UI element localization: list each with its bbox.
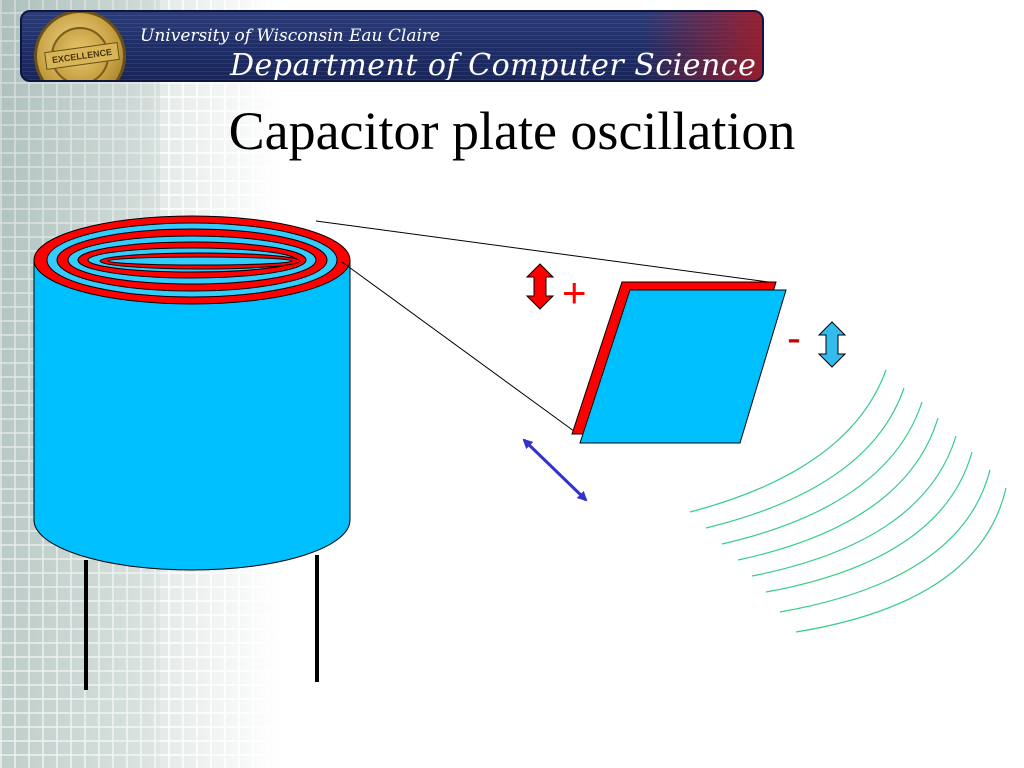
wave-5 xyxy=(751,435,957,577)
university-name: University of Wisconsin Eau Claire xyxy=(140,26,441,46)
university-seal-logo: EXCELLENCE xyxy=(34,12,126,80)
capacitor-plate-front xyxy=(579,289,787,444)
wave-4 xyxy=(737,417,939,561)
slide-title-container: Capacitor plate oscillation xyxy=(0,100,1024,162)
zoom-line-bottom xyxy=(341,261,579,435)
zoom-line-top xyxy=(315,220,777,284)
department-name: Department of Computer Science xyxy=(230,48,757,82)
wave-8 xyxy=(795,487,1007,633)
banner-stripes xyxy=(22,12,762,80)
wave-7 xyxy=(779,469,991,613)
header-banner: EXCELLENCE University of Wisconsin Eau C… xyxy=(20,10,764,82)
wave-3 xyxy=(721,401,923,545)
coil-ring-8 xyxy=(107,256,293,266)
wave-2 xyxy=(705,387,905,529)
diagonal-motion-arrow xyxy=(522,438,588,502)
banner-red-accent xyxy=(642,12,762,80)
blue-oscillation-arrow xyxy=(817,321,847,368)
slide-title: Capacitor plate oscillation xyxy=(228,101,796,161)
wave-6 xyxy=(765,451,973,593)
red-oscillation-arrow xyxy=(525,263,555,310)
plus-sign: + xyxy=(562,269,587,316)
capacitor-cylinder-body xyxy=(33,259,351,571)
emitted-waves xyxy=(689,369,1007,633)
minus-sign: - xyxy=(787,314,801,361)
wave-1 xyxy=(689,369,887,513)
